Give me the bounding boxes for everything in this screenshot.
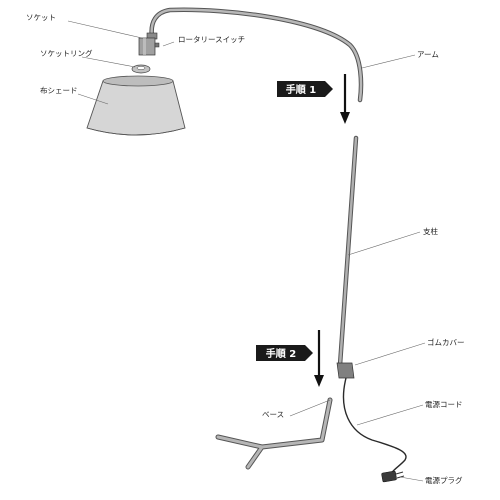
- label-rotary-switch: ロータリースイッチ: [178, 35, 245, 44]
- pole: [337, 135, 359, 368]
- label-arm: アーム: [417, 50, 439, 59]
- power-cord: [342, 377, 407, 479]
- socket: [138, 32, 158, 56]
- rotary-switch: [154, 42, 160, 48]
- step-2-arrow: [314, 330, 324, 387]
- label-base: ベース: [262, 410, 284, 419]
- label-socket-ring: ソケットリング: [40, 48, 93, 58]
- label-pole: 支柱: [423, 226, 438, 236]
- arm: [149, 7, 364, 103]
- step-1-badge: 手順 1: [277, 81, 333, 97]
- step-2-label: 手順 2: [266, 347, 296, 360]
- step-1-label: 手順 1: [286, 83, 316, 96]
- label-socket: ソケット: [26, 13, 56, 22]
- step-2-badge: 手順 2: [256, 345, 313, 361]
- cloth-shade: [86, 75, 186, 136]
- label-power-plug: 電源プラグ: [425, 475, 463, 485]
- step-1-arrow: [340, 74, 350, 124]
- label-cloth-shade: 布シェード: [40, 85, 78, 95]
- leader-lines: [67, 20, 426, 482]
- base: [215, 397, 333, 470]
- rubber-cover: [336, 362, 355, 379]
- socket-ring: [131, 64, 151, 74]
- label-rubber-cover: ゴムカバー: [427, 337, 465, 347]
- power-plug: [381, 470, 405, 483]
- label-power-cord: 電源コード: [425, 400, 463, 409]
